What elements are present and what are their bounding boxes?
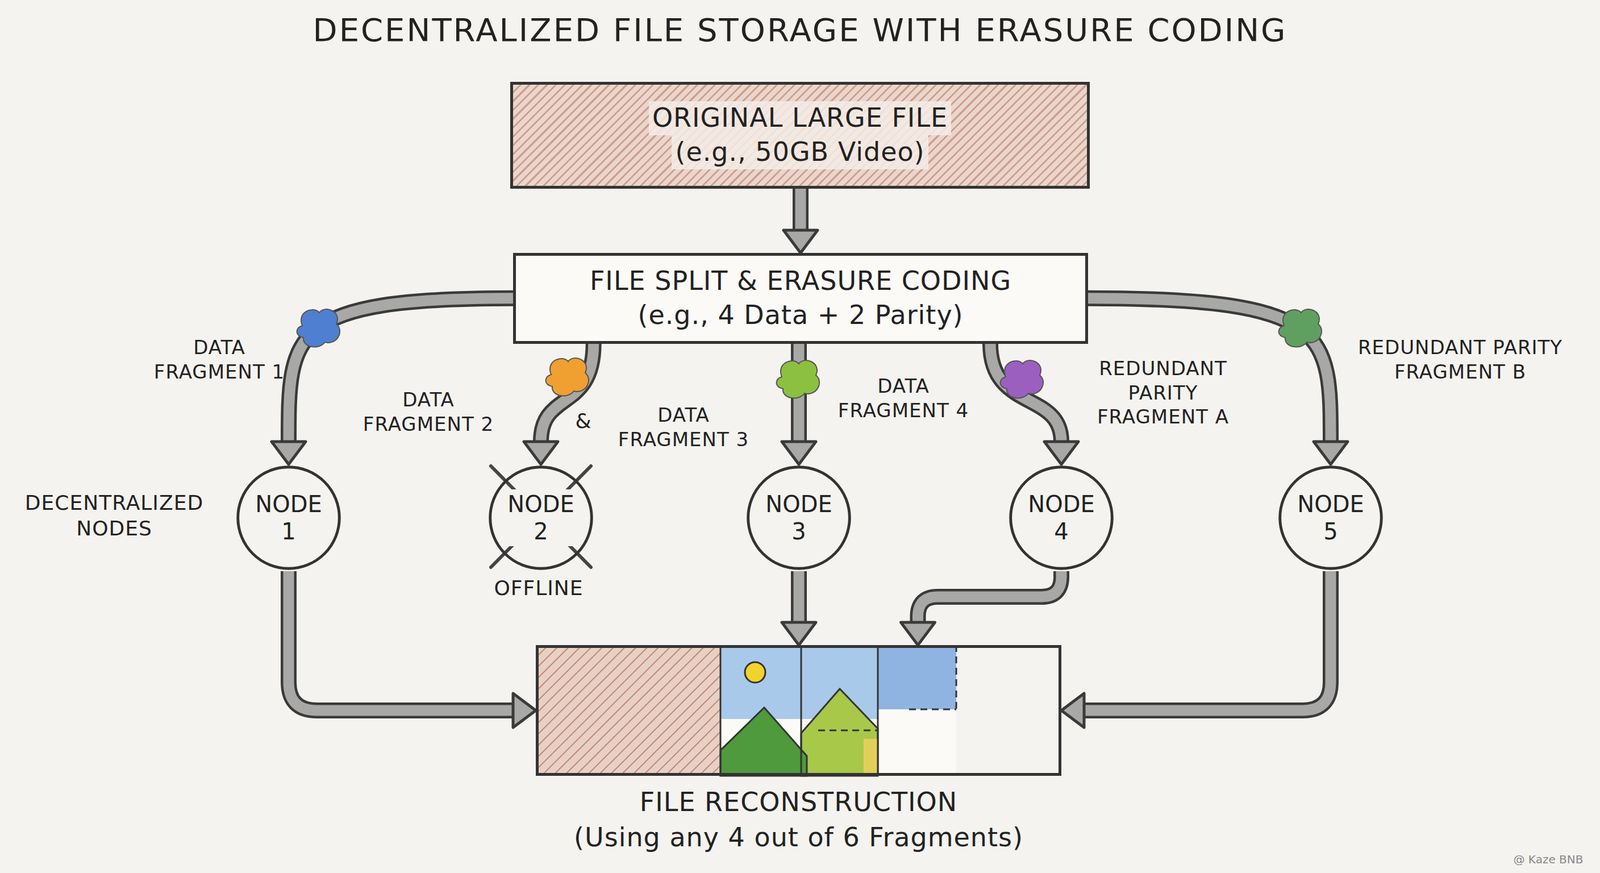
arrow-body [990, 343, 1062, 442]
edge-label: DATA FRAGMENT 2 [351, 387, 506, 436]
arrow-head [781, 622, 816, 645]
arrow-head [900, 622, 935, 645]
flow-arrow [781, 571, 816, 645]
arrow-body [288, 571, 514, 711]
process-box: FILE SPLIT & ERASURE CODING(e.g., 4 Data… [513, 252, 1089, 344]
arrow-body [917, 571, 1062, 623]
arrow-body [1084, 571, 1331, 711]
arrow-outline [1084, 571, 1331, 711]
caption-note: (Using any 4 out of 6 Fragments) [573, 820, 1024, 855]
side-label: DECENTRALIZED NODES [17, 489, 211, 541]
flow-arrow [990, 343, 1079, 465]
arrow-head [1313, 441, 1348, 465]
arrow-body [795, 188, 807, 231]
arrow-head [781, 441, 816, 465]
flow-arrow [523, 343, 594, 465]
fragment-label: DATA FRAGMENT 4 [829, 373, 978, 423]
arrow-head [523, 441, 558, 465]
flow-arrow [783, 188, 818, 253]
arrow-outline [288, 298, 514, 442]
node-label: NODE 4 [1022, 489, 1101, 547]
conjunction-mark: & [572, 407, 595, 434]
box-heading: ORIGINAL LARGE FILE [648, 101, 952, 136]
arrow-outline [1088, 298, 1331, 442]
storage-node: NODE 5 [1277, 464, 1385, 572]
watermark: @ Kaze BNB [1491, 852, 1600, 867]
reconstruction-box: FILE RECONSTRUCTION(Using any 4 out of 6… [535, 644, 1062, 776]
arrow-outline [288, 571, 514, 711]
arrow-head [271, 441, 306, 465]
diagram-title: DECENTRALIZED FILE STORAGE WITH ERASURE … [0, 11, 1600, 49]
box-note: (e.g., 4 Data + 2 Parity) [634, 298, 967, 333]
arrow-body [793, 571, 805, 623]
flow-arrow [1088, 298, 1348, 465]
status-label: OFFLINE [470, 575, 607, 601]
caption-heading: FILE RECONSTRUCTION [639, 785, 958, 820]
edge-label: DATA FRAGMENT 3 [606, 402, 761, 452]
source-file-box: ORIGINAL LARGE FILE(e.g., 50GB Video) [510, 81, 1090, 189]
flow-arrow [1061, 571, 1331, 728]
node-label: NODE 2 [501, 489, 581, 547]
edge-label: REDUNDANT PARITY FRAGMENT A [1092, 356, 1235, 429]
offline-node: NODE 2 [487, 464, 595, 572]
node-outline [1010, 467, 1113, 569]
box-note: (e.g., 50GB Video) [671, 135, 928, 170]
node-label: NODE 5 [1291, 489, 1370, 547]
flow-arrow [271, 298, 514, 465]
arrow-outline [990, 343, 1062, 442]
arrow-outline [790, 571, 807, 623]
storage-node: NODE 3 [745, 464, 853, 572]
arrow-outline [917, 571, 1062, 623]
arrow-body [288, 298, 514, 442]
node-outline [748, 467, 850, 569]
storage-node: NODE 1 [235, 464, 343, 572]
edge-label: REDUNDANT PARITY FRAGMENT B [1346, 335, 1574, 384]
arrow-head [1061, 693, 1085, 728]
node-outline [238, 467, 340, 569]
node-label: NODE 1 [249, 489, 328, 547]
arrow-head [513, 693, 536, 728]
arrow-outline [792, 188, 809, 231]
arrow-body [1088, 298, 1331, 442]
edge-label: DATA FRAGMENT 1 [142, 335, 297, 384]
box-heading: FILE SPLIT & ERASURE CODING [586, 264, 1015, 299]
node-label: NODE 3 [759, 489, 839, 547]
arrow-head [783, 230, 818, 253]
node-outline [1280, 467, 1382, 569]
storage-node: NODE 4 [1007, 464, 1115, 572]
node-outline [490, 467, 593, 569]
arrow-head [1044, 441, 1079, 465]
flow-arrow [900, 571, 1062, 645]
reconstructed-file-art [535, 644, 957, 776]
